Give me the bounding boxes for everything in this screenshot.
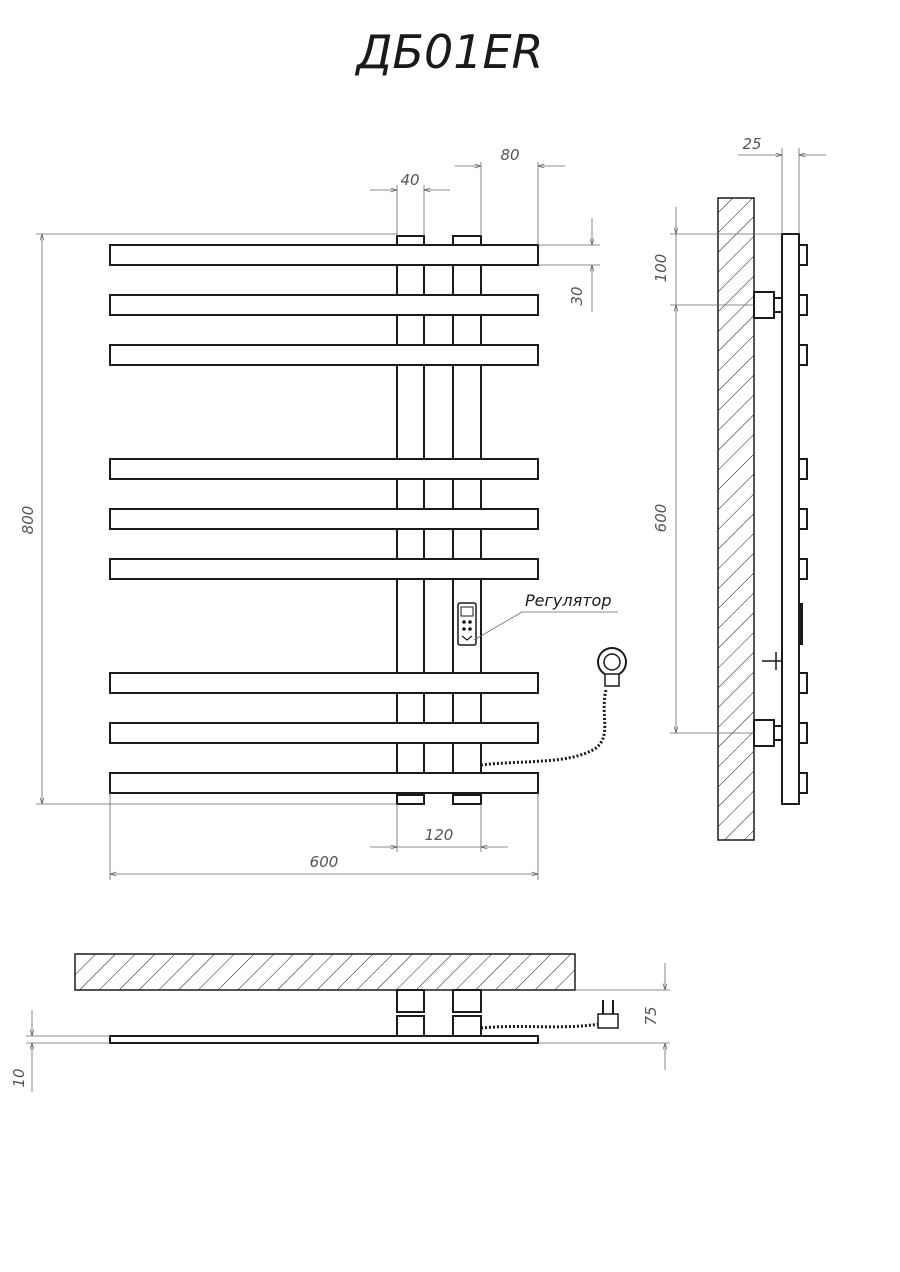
dim-30: 30 <box>568 286 586 305</box>
side-view: 25 100 600 <box>652 135 826 841</box>
collector-cap-left <box>396 794 425 805</box>
collector-cap-right <box>452 794 482 805</box>
side-wall <box>717 197 755 841</box>
dim-80: 80 <box>500 146 519 164</box>
regulator-icon <box>457 602 477 646</box>
dim-40: 40 <box>400 171 419 189</box>
drawing-title: ДБ01ER <box>354 25 543 79</box>
side-bracket-top <box>753 291 775 319</box>
dim-120: 120 <box>425 826 454 844</box>
front-view: Регулятор 40 80 30 800 <box>19 146 627 880</box>
top-bracket-right <box>452 989 482 1013</box>
dim-25: 25 <box>742 135 761 153</box>
regulator-leader <box>473 611 618 641</box>
dim-10: 10 <box>10 1068 28 1087</box>
plug-icon <box>597 647 627 687</box>
bar-3 <box>109 344 539 366</box>
power-cable <box>480 689 608 767</box>
bar-7 <box>109 672 539 694</box>
bar-5 <box>109 508 539 530</box>
dim-75: 75 <box>642 1006 660 1025</box>
side-bracket-bottom <box>753 719 775 747</box>
top-bracket-left <box>396 989 425 1013</box>
dim-800: 800 <box>19 506 37 535</box>
bar-1 <box>109 244 539 266</box>
side-collector <box>781 233 800 805</box>
top-wall <box>74 953 576 991</box>
top-view: 75 10 <box>10 953 670 1092</box>
bar-4 <box>109 458 539 480</box>
top-plug-icon <box>597 1000 619 1029</box>
regulator-label: Регулятор <box>525 591 611 610</box>
top-bar <box>109 1035 539 1044</box>
bar-2 <box>109 294 539 316</box>
bar-8 <box>109 722 539 744</box>
top-cable <box>480 1022 601 1030</box>
bar-6 <box>109 558 539 580</box>
dim-600-width: 600 <box>310 853 339 871</box>
bar-9 <box>109 772 539 794</box>
side-bar-ends <box>798 244 808 794</box>
side-regulator <box>799 603 803 645</box>
horizontal-bars <box>109 244 539 794</box>
dim-600-height: 600 <box>652 504 670 533</box>
dim-100: 100 <box>652 254 670 283</box>
